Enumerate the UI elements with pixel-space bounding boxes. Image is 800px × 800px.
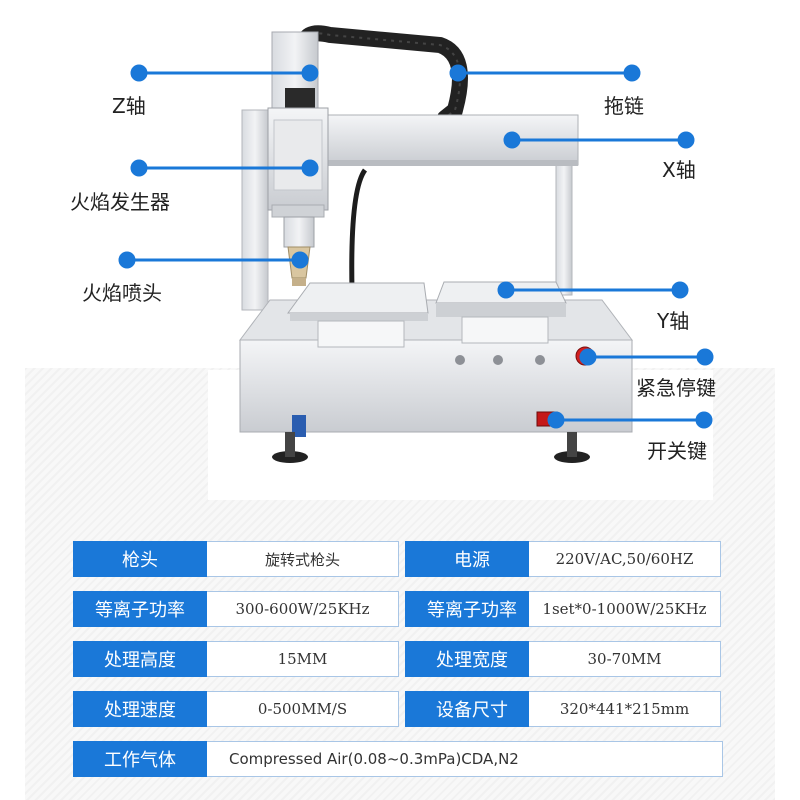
right-column xyxy=(555,164,573,296)
spec-value: 320*441*215mm xyxy=(529,691,721,727)
cable xyxy=(349,168,368,291)
spec-value: 15MM xyxy=(207,641,399,677)
gas-label: 工作气体 xyxy=(73,741,207,777)
callout-power-switch: 开关键 xyxy=(647,439,707,463)
spec-label: 处理宽度 xyxy=(405,641,539,677)
callout-z-axis: Z轴 xyxy=(112,94,146,118)
spec-label: 等离子功率 xyxy=(73,591,207,627)
spec-label: 设备尺寸 xyxy=(405,691,539,727)
spec-value: 旋转式枪头 xyxy=(207,541,399,577)
machine-illustration xyxy=(118,25,714,463)
spec-row: 处理高度 15MM 处理宽度 30-70MM xyxy=(73,641,723,677)
spec-value: 0-500MM/S xyxy=(207,691,399,727)
spec-value: 1set*0-1000W/25KHz xyxy=(529,591,721,627)
spec-label: 等离子功率 xyxy=(405,591,539,627)
spec-row: 枪头 旋转式枪头 电源 220V/AC,50/60HZ xyxy=(73,541,723,577)
callout-x-axis: X轴 xyxy=(662,158,696,182)
gas-value: Compressed Air(0.08~0.3mPa)CDA,N2 xyxy=(207,741,723,777)
spec-value: 30-70MM xyxy=(529,641,721,677)
callout-y-axis: Y轴 xyxy=(657,309,690,333)
left-fixture-plate xyxy=(287,282,429,314)
spec-label: 电源 xyxy=(405,541,539,577)
left-column xyxy=(241,109,269,311)
spec-row-gas: 工作气体 Compressed Air(0.08~0.3mPa)CDA,N2 xyxy=(73,741,723,777)
callout-drag-chain: 拖链 xyxy=(604,94,644,118)
spec-label: 处理高度 xyxy=(73,641,207,677)
spec-value: 220V/AC,50/60HZ xyxy=(529,541,721,577)
drag-chain xyxy=(292,25,468,126)
spec-row: 处理速度 0-500MM/S 设备尺寸 320*441*215mm xyxy=(73,691,723,727)
callout-emergency-stop: 紧急停键 xyxy=(636,376,716,400)
spec-value: 300-600W/25KHz xyxy=(207,591,399,627)
callout-flame-nozzle: 火焰喷头 xyxy=(82,281,162,305)
flame-nozzle-body xyxy=(283,216,315,248)
callout-flame-generator: 火焰发生器 xyxy=(70,190,170,214)
spec-label: 枪头 xyxy=(73,541,207,577)
spec-label: 处理速度 xyxy=(73,691,207,727)
spec-row: 等离子功率 300-600W/25KHz 等离子功率 1set*0-1000W/… xyxy=(73,591,723,627)
